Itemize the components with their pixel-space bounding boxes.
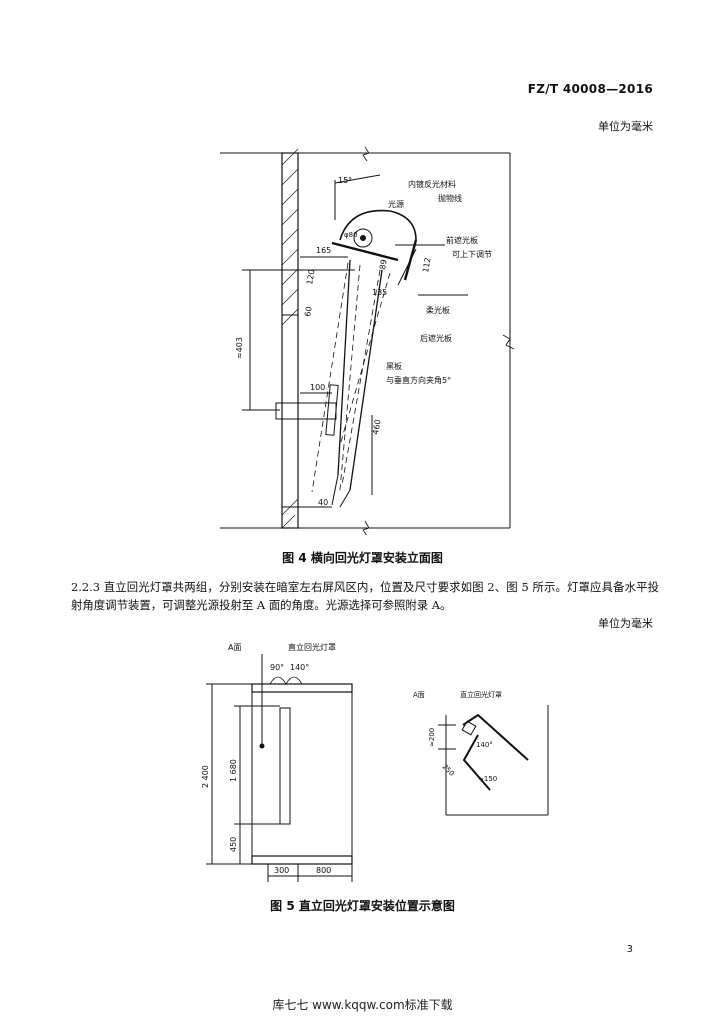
fig4-approx403: ≈403 bbox=[235, 337, 244, 359]
fig4-vertical-5deg: 与垂直方向夹角5° bbox=[386, 375, 451, 385]
fig5-right-lamp: 直立回光灯罩 bbox=[460, 690, 502, 699]
fig5-right-d250: 250 bbox=[441, 763, 456, 778]
fig5-left-angle90: 90° bbox=[270, 663, 284, 672]
fig4-angle15: 15° bbox=[338, 176, 352, 185]
figure-4-drawing: 15° 内镀反光材料 光源 抛物线 φ80 前遮光板 可上下调节 165 120… bbox=[220, 145, 520, 537]
fig4-d120: 120 bbox=[305, 269, 317, 286]
figure-5-left-svg: A面 直立回光灯罩 90° 140° 2 400 1 680 450 300 8… bbox=[201, 642, 353, 882]
figure-5-plan: A面 直立回光灯罩 ≈200 140° 250 ≈150 bbox=[408, 685, 558, 825]
fig5-right-angle140: 140° bbox=[476, 741, 493, 749]
fig4-d165: 165 bbox=[316, 246, 331, 255]
fig4-light-source: 光源 bbox=[388, 199, 404, 209]
fig5-right-a-face: A面 bbox=[413, 691, 425, 699]
fig5-left-d2400: 2 400 bbox=[201, 765, 210, 788]
fig4-parabola: 抛物线 bbox=[438, 193, 462, 203]
figure-4-svg: 15° 内镀反光材料 光源 抛物线 φ80 前遮光板 可上下调节 165 120… bbox=[220, 146, 515, 537]
fig5-left-d1680: 1 680 bbox=[229, 759, 238, 782]
fig5-left-a-face: A面 bbox=[228, 643, 241, 652]
fig4-black-panel: 黑板 bbox=[386, 361, 402, 371]
fig4-d112: 112 bbox=[421, 257, 433, 274]
fig4-d89: 89 bbox=[378, 259, 389, 271]
fig4-inner-reflect: 内镀反光材料 bbox=[408, 179, 456, 189]
fig5-right-approx150: ≈150 bbox=[478, 775, 497, 783]
fig4-d460: 460 bbox=[371, 419, 383, 436]
standard-code: FZ/T 40008—2016 bbox=[527, 82, 653, 96]
fig4-d40: 40 bbox=[318, 498, 328, 507]
page-number: 3 bbox=[626, 944, 633, 955]
fig4-soft-panel: 柔光板 bbox=[426, 305, 450, 315]
fig5-left-lamp: 直立回光灯罩 bbox=[288, 642, 336, 652]
unit-note: 单位为毫米 bbox=[598, 120, 653, 133]
fig5-left-d450: 450 bbox=[229, 837, 238, 852]
unit-note-2: 单位为毫米 bbox=[598, 617, 653, 630]
fig4-d60: 60 bbox=[303, 306, 314, 318]
fig5-left-d300: 300 bbox=[274, 866, 289, 875]
fig4-adjustable: 可上下调节 bbox=[452, 250, 492, 259]
figure-5-caption: 图 5 直立回光灯罩安装位置示意图 bbox=[270, 899, 455, 913]
figure-4-caption: 图 4 横向回光灯罩安装立面图 bbox=[282, 551, 443, 565]
fig5-left-d800: 800 bbox=[316, 866, 331, 875]
section-paragraph: 2.2.3 直立回光灯罩共两组，分别安装在暗室左右屏风区内，位置及尺寸要求如图 … bbox=[71, 580, 659, 612]
watermark: 库七七 www.kqqw.com标准下载 bbox=[272, 998, 453, 1012]
fig5-left-angle140: 140° bbox=[290, 663, 309, 672]
fig4-d135: 135 bbox=[372, 288, 387, 297]
fig4-d100: 100 bbox=[310, 383, 325, 392]
fig4-front-shade: 前遮光板 bbox=[446, 235, 478, 245]
figure-5-elevation: A面 直立回光灯罩 90° 140° 2 400 1 680 450 300 8… bbox=[200, 640, 380, 890]
fig4-rear-shade: 后遮光板 bbox=[420, 333, 452, 343]
fig5-right-approx200: ≈200 bbox=[428, 728, 436, 747]
fig4-phi80: φ80 bbox=[344, 231, 358, 239]
figure-5-right-svg: A面 直立回光灯罩 ≈200 140° 250 ≈150 bbox=[413, 690, 549, 816]
